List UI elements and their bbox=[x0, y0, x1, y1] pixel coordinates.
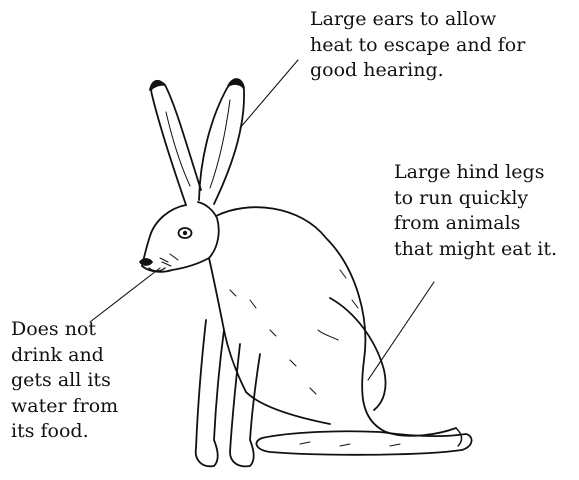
water-annotation-line-2: drink and bbox=[11, 343, 118, 369]
front-leg-right bbox=[230, 344, 260, 466]
left-ear-tip bbox=[150, 81, 165, 90]
water-annotation: Does not drink and gets all its water fr… bbox=[11, 317, 118, 445]
belly bbox=[246, 392, 330, 424]
hind-legs-annotation-line-2: to run quickly bbox=[394, 186, 557, 212]
eye-pupil bbox=[183, 231, 187, 235]
hind-foot bbox=[256, 431, 471, 455]
hind-legs-annotation: Large hind legs to run quickly from anim… bbox=[394, 160, 557, 262]
water-annotation-line-3: gets all its bbox=[11, 368, 118, 394]
ears-annotation: Large ears to allow heat to escape and f… bbox=[310, 7, 525, 84]
right-ear-tip bbox=[228, 79, 244, 88]
hind-legs-annotation-line-1: Large hind legs bbox=[394, 160, 557, 186]
thigh bbox=[330, 298, 386, 410]
water-annotation-line-4: water from bbox=[11, 394, 118, 420]
hind-legs-annotation-line-3: from animals bbox=[394, 211, 557, 237]
ears-annotation-line-2: heat to escape and for bbox=[310, 33, 525, 59]
water-annotation-line-1: Does not bbox=[11, 317, 118, 343]
ears-annotation-line-1: Large ears to allow bbox=[310, 7, 525, 33]
chest bbox=[209, 258, 246, 392]
left-ear bbox=[151, 83, 201, 205]
water-annotation-line-5: its food. bbox=[11, 419, 118, 445]
tail bbox=[456, 428, 462, 446]
nose bbox=[140, 259, 152, 265]
pointer-water bbox=[90, 268, 160, 322]
ears-annotation-line-3: good hearing. bbox=[310, 58, 525, 84]
right-ear bbox=[199, 81, 244, 204]
front-leg-left bbox=[196, 320, 224, 466]
hind-legs-annotation-line-4: that might eat it. bbox=[394, 237, 557, 263]
fur bbox=[230, 270, 358, 394]
left-ear-inner bbox=[166, 112, 190, 186]
pointer-ears bbox=[240, 60, 298, 128]
pointer-hind-legs bbox=[368, 282, 434, 380]
